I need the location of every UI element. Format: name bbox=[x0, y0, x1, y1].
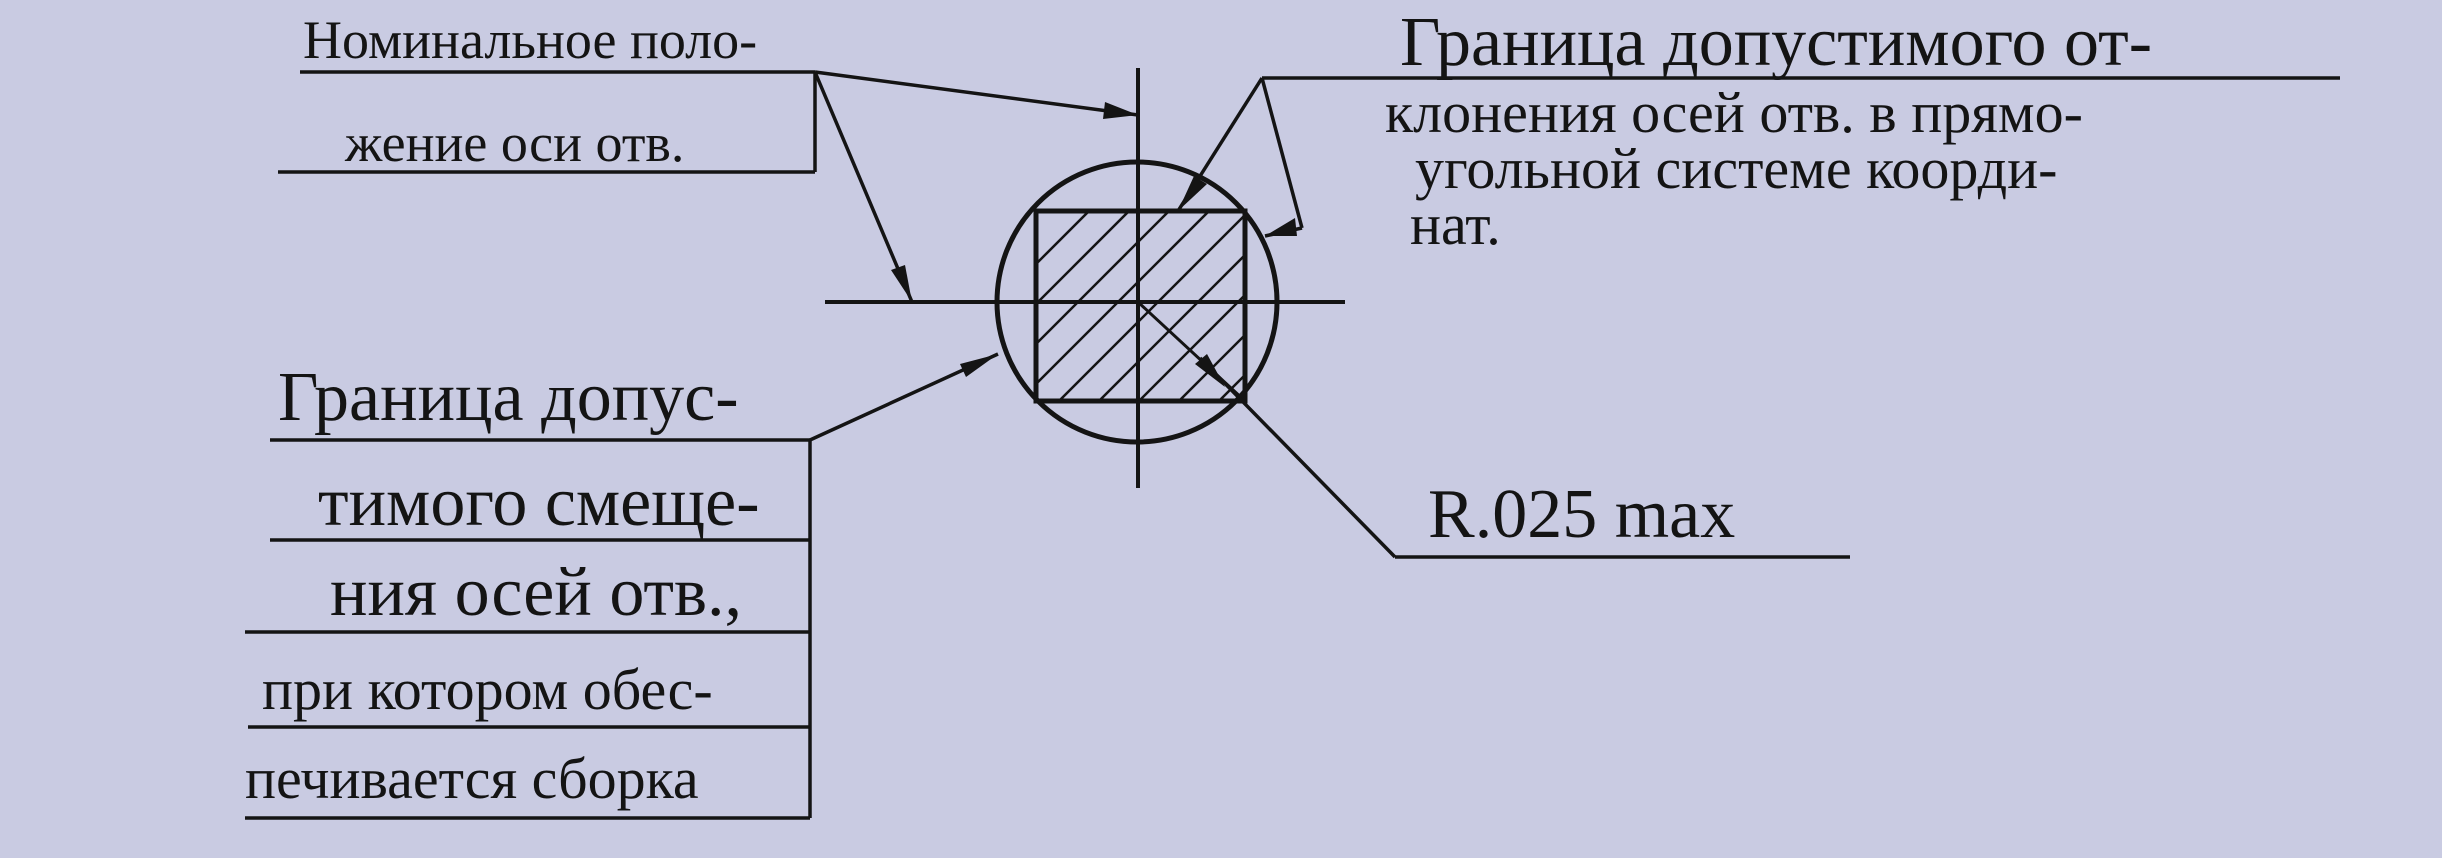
rect-zone-label-line-1: Граница допустимого от- bbox=[1400, 4, 2153, 81]
circle-zone-label-line-1: Граница допус- bbox=[278, 359, 739, 436]
rect-zone-label-line-2: клонения осей отв. в прямо- bbox=[1385, 80, 2083, 145]
rectangle-hatching bbox=[1036, 211, 1245, 401]
circle-zone-label-line-3: ния осей отв., bbox=[330, 554, 743, 631]
nominal-leader-arrowhead-axis bbox=[891, 265, 912, 302]
rect-zone-label-line-4: нат. bbox=[1410, 192, 1501, 257]
circle-zone-label-line-5: печивается сборка bbox=[245, 746, 699, 811]
rect-leader-arrowhead-side bbox=[1265, 218, 1297, 236]
radius-leader bbox=[1198, 356, 1850, 559]
radius-leader-arrowhead bbox=[1195, 354, 1225, 387]
circle-zone-label-line-2: тимого смеще- bbox=[318, 464, 760, 541]
circle-leader-arrowhead bbox=[960, 354, 998, 377]
rect-zone-label-line-3: угольной системе коорди- bbox=[1415, 136, 2058, 201]
circle-zone-leader bbox=[245, 352, 999, 820]
nominal-leader-arrowhead-top bbox=[1103, 102, 1138, 119]
nominal-label-line-2: жение оси отв. bbox=[345, 113, 685, 173]
radius-label: R.025 max bbox=[1428, 476, 1736, 553]
nominal-position-leader bbox=[278, 70, 1139, 303]
circular-tolerance-zone bbox=[994, 159, 1280, 445]
rect-leader-arrowhead-top bbox=[1178, 176, 1207, 211]
nominal-label-line-1: Номинальное поло- bbox=[303, 10, 758, 70]
circle-zone-label-line-4: при котором обес- bbox=[262, 657, 713, 722]
